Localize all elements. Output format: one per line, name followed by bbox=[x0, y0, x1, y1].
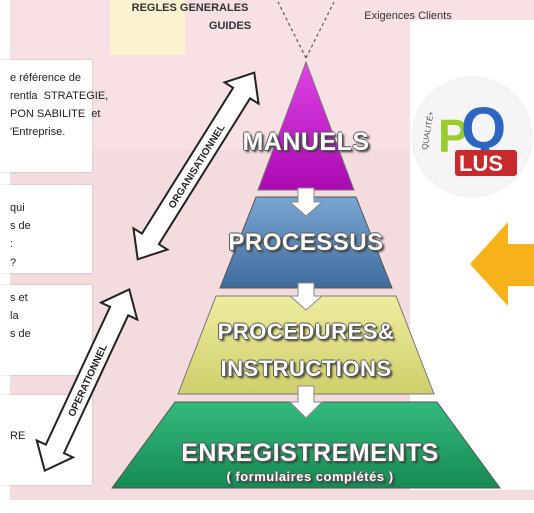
label-processus: PROCESSUS bbox=[228, 229, 384, 256]
left-text-line: qui bbox=[10, 202, 25, 214]
down-arrow-2-icon bbox=[288, 282, 324, 311]
down-arrow-3-icon bbox=[288, 385, 324, 419]
down-arrow-1-icon bbox=[288, 187, 324, 217]
label-enregistrements: ENREGISTREMENTS bbox=[181, 439, 439, 467]
top-left-label-line1: REGLES GENERALES bbox=[131, 2, 249, 14]
left-text-line: : bbox=[10, 238, 14, 250]
left-text-card-3 bbox=[0, 285, 92, 375]
left-text-card-2 bbox=[0, 185, 92, 273]
pyramid-level-processus bbox=[219, 196, 393, 289]
left-text-line: rentla STRATEGIE, bbox=[10, 90, 109, 102]
qualite-plus-logo: P Q LUS QUALITÉ+ bbox=[413, 78, 531, 196]
pyramid-level-enregistrements bbox=[111, 401, 501, 489]
left-text-line: RE bbox=[10, 430, 26, 442]
apex-dotted-line-right bbox=[305, 1, 335, 59]
label-formulaires: ( formulaires complétés ) bbox=[226, 469, 394, 484]
top-left-label-line2: GUIDES bbox=[208, 20, 252, 32]
logo-plus-text: LUS bbox=[459, 151, 503, 176]
left-text-line: 'Entreprise. bbox=[10, 126, 66, 138]
label-manuels: MANUELS bbox=[242, 128, 370, 156]
logo-plus-box bbox=[455, 150, 517, 176]
apex-dotted-line-left bbox=[277, 1, 307, 59]
left-text-line: s et bbox=[10, 292, 28, 304]
arrow-label-organisationnel: ORGANISATIONNEL bbox=[167, 123, 228, 211]
left-text-line: e référence de bbox=[10, 72, 81, 84]
top-right-label: Exigences Clients bbox=[364, 10, 452, 22]
left-text-line: s de bbox=[10, 328, 31, 340]
pyramid-level-manuels bbox=[257, 60, 355, 191]
pyramid-level-procedures bbox=[177, 295, 435, 395]
label-procedures: PROCEDURES& bbox=[217, 319, 395, 344]
left-text-card-1 bbox=[0, 60, 92, 172]
left-text-line: s de bbox=[10, 220, 31, 232]
left-text-line: PON SABILITE et bbox=[10, 108, 101, 120]
left-text-line: la bbox=[10, 310, 19, 322]
label-instructions: INSTRUCTIONS bbox=[220, 356, 392, 381]
yellow-note-shape bbox=[110, 0, 185, 55]
logo-graphic: P Q LUS QUALITÉ+ bbox=[420, 96, 517, 176]
pointer-arrow-icon bbox=[470, 222, 534, 306]
left-text-line: ? bbox=[10, 257, 17, 269]
